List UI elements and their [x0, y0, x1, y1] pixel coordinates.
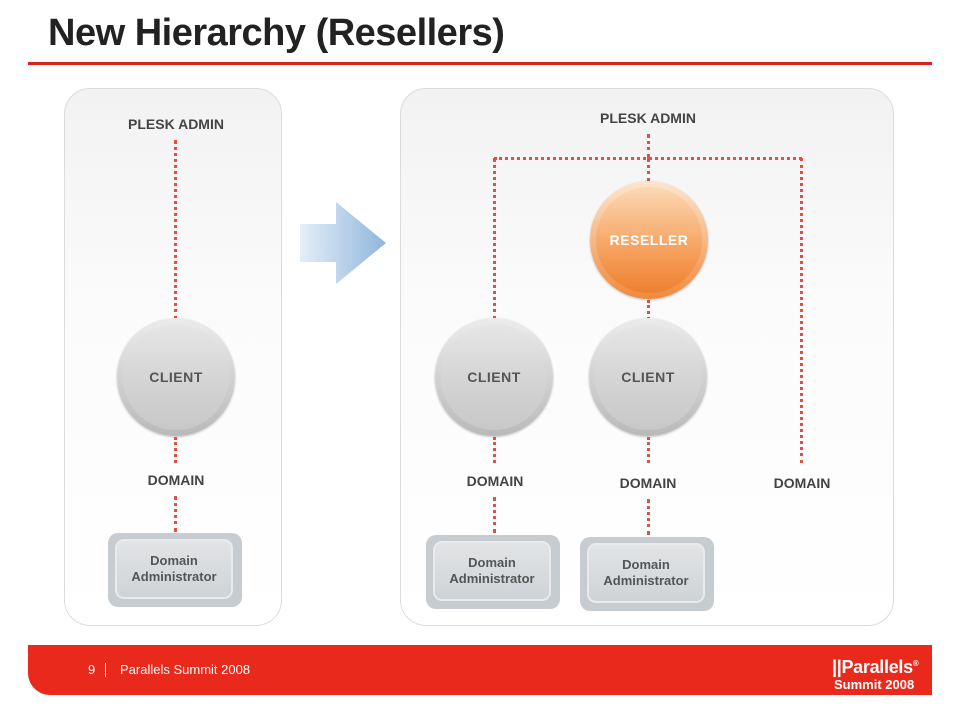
reseller-client-domain-connector: [647, 437, 650, 463]
right-direct-domain-connector: [800, 158, 803, 463]
right-client-domain-connector: [493, 437, 496, 463]
logo-brand: ||Parallels: [832, 657, 913, 677]
left-plesk-admin-label: PLESK ADMIN: [128, 116, 224, 132]
reseller-client-domain-admin-box: Domain Administrator: [580, 537, 714, 611]
right-client-domain-admin-box: Domain Administrator: [426, 535, 560, 609]
slide-title: New Hierarchy (Resellers): [48, 12, 505, 54]
direct-domain-label: DOMAIN: [773, 475, 831, 491]
logo-trademark: ®: [912, 659, 919, 668]
reseller-label: RESELLER: [596, 187, 702, 293]
left-domain-admin-connector: [174, 496, 177, 532]
right-client-domain-admin-connector: [493, 497, 496, 533]
right-left-client-connector: [493, 158, 496, 320]
right-plesk-admin-label: PLESK ADMIN: [600, 110, 696, 126]
reseller-client-domain-label: DOMAIN: [619, 475, 677, 491]
page-number: 9: [88, 662, 96, 677]
logo-event: Summit 2008: [834, 677, 915, 692]
reseller-client-connector: [647, 300, 650, 320]
left-client-label: CLIENT: [123, 324, 229, 430]
right-client-node: CLIENT: [435, 318, 553, 436]
left-client-domain-connector: [174, 437, 177, 463]
reseller-client-node: CLIENT: [589, 318, 707, 436]
reseller-client-domain-admin-label: Domain Administrator: [587, 543, 705, 603]
left-domain-admin-box: Domain Administrator: [108, 533, 242, 607]
right-admin-reseller-connector: [647, 158, 650, 182]
reseller-client-domain-admin-connector: [647, 499, 650, 535]
parallels-logo: ||Parallels® Summit 2008: [832, 654, 919, 693]
footer-text: Parallels Summit 2008: [120, 662, 251, 677]
left-domain-admin-label: Domain Administrator: [115, 539, 233, 599]
title-divider: [28, 62, 932, 65]
footer-bar: [28, 645, 932, 695]
right-client-domain-label: DOMAIN: [466, 473, 524, 489]
right-arrow-icon: [300, 202, 386, 284]
right-admin-trunk-connector: [647, 134, 650, 158]
right-client-domain-admin-label: Domain Administrator: [433, 541, 551, 601]
left-domain-label: DOMAIN: [147, 472, 205, 488]
reseller-client-label: CLIENT: [595, 324, 701, 430]
left-admin-client-connector: [174, 140, 177, 320]
reseller-node: RESELLER: [590, 181, 708, 299]
left-client-node: CLIENT: [117, 318, 235, 436]
footer-separator: [105, 663, 106, 677]
right-client-label: CLIENT: [441, 324, 547, 430]
